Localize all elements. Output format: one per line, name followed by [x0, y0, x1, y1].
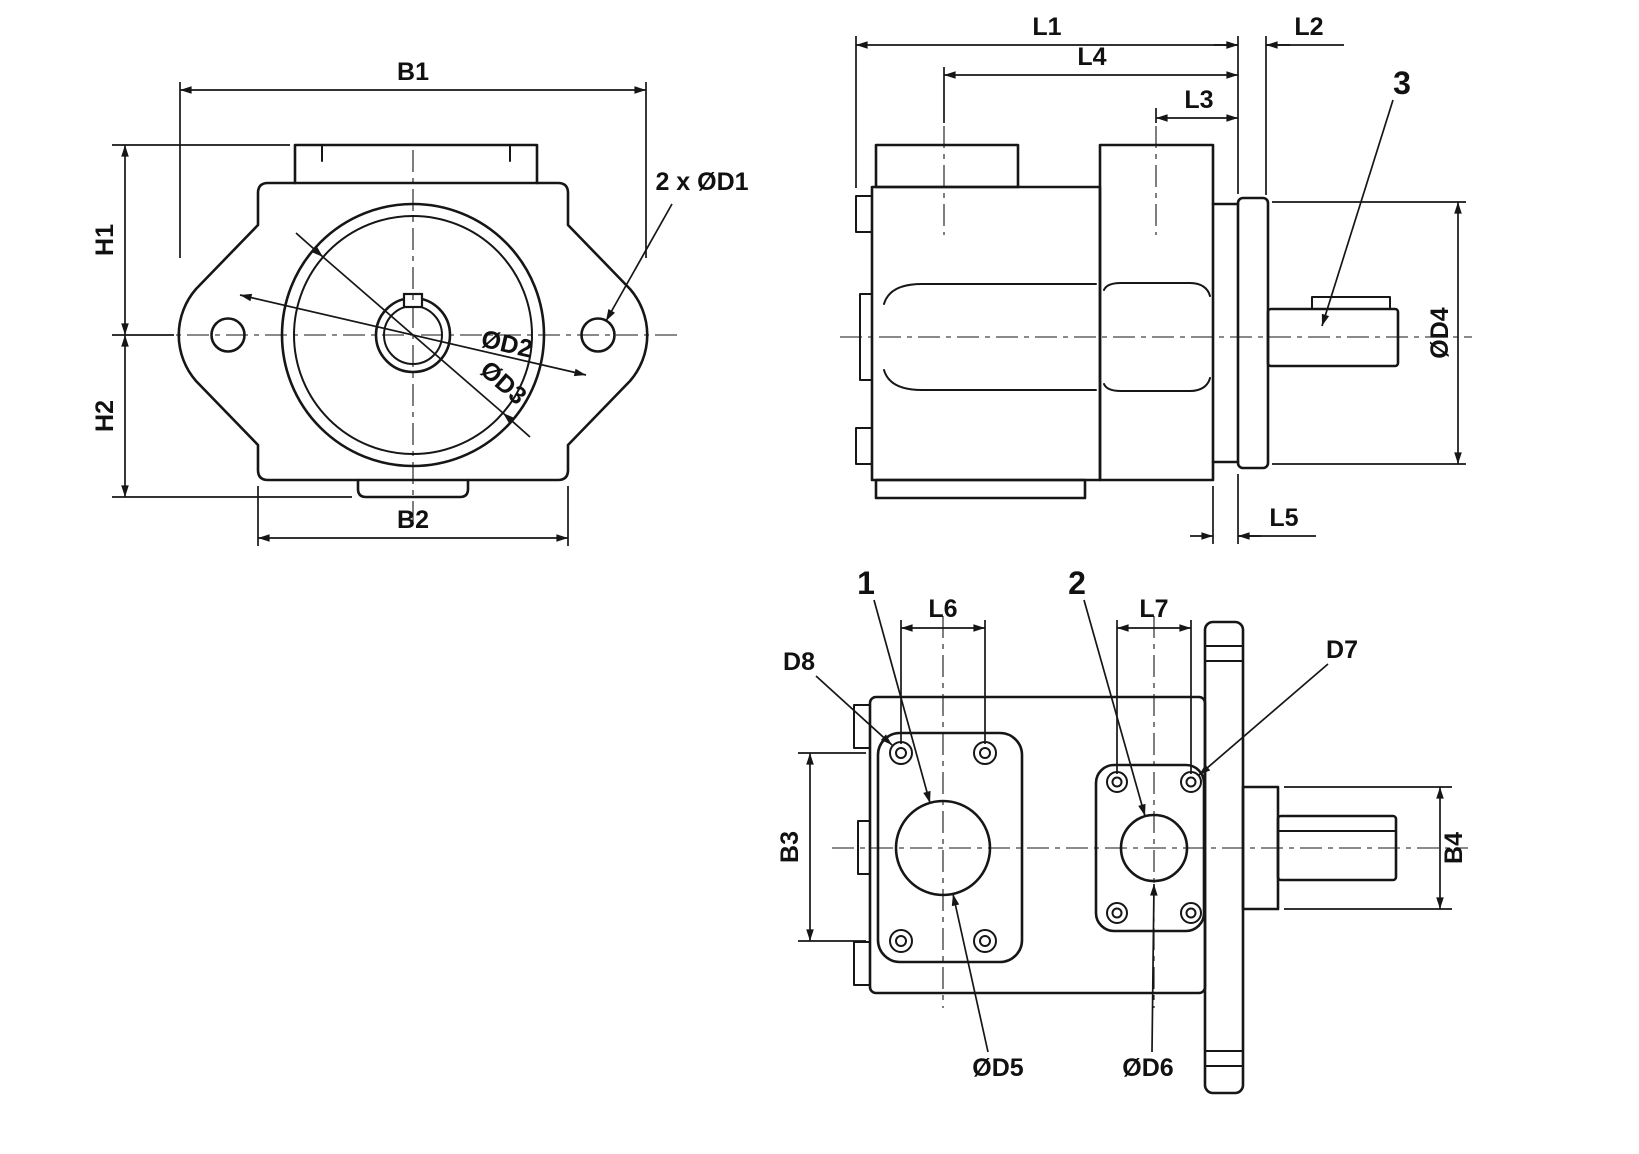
callout-d8: D8 [783, 648, 893, 746]
callout-port1: 1 [857, 565, 931, 804]
d7-leader-line [1198, 663, 1329, 776]
bottom-view: L6 L7 B3 B4 1 2 [776, 565, 1468, 1095]
dim-label-b2: B2 [397, 506, 429, 534]
port1-bolt-hole [973, 741, 997, 765]
port2-bolt-hole [1180, 902, 1202, 924]
callout-port2: 2 [1068, 565, 1146, 817]
d8-leader-line [815, 675, 893, 746]
dim-h1-h2: H1 H2 [91, 144, 352, 498]
dim-label-l6: L6 [928, 595, 957, 623]
bottom-view-outline [853, 620, 1398, 1095]
dim-b3: B3 [776, 752, 866, 942]
dim-label-l4: L4 [1077, 43, 1106, 71]
dim-l2: L2 [1214, 13, 1344, 195]
shaft-callout-leader-line [1321, 99, 1394, 327]
dim-label-l2: L2 [1294, 13, 1323, 41]
mounting-flange-edge [1203, 620, 1245, 1095]
callout-bolt-holes: 2 x ØD1 [605, 168, 749, 322]
dim-label-l3: L3 [1184, 86, 1213, 114]
body-contour-line [1103, 377, 1211, 392]
stage1-top-boss [874, 143, 1020, 189]
dim-l6: L6 [900, 595, 986, 744]
dim-l5: L5 [1190, 474, 1316, 544]
dim-label-d2: ØD2 [479, 325, 535, 364]
dim-label-d8: D8 [783, 648, 815, 676]
bolt-holes-label: 2 x ØD1 [655, 168, 748, 196]
dim-label-d6: ØD6 [1122, 1054, 1173, 1082]
callout-d6: ØD6 [1122, 883, 1174, 1082]
dim-label-l5: L5 [1269, 504, 1298, 532]
port1-bolt-hole [889, 741, 913, 765]
dim-label-l1: L1 [1032, 13, 1061, 41]
dim-d4: ØD4 [1272, 201, 1466, 465]
stage1-bottom-boss [874, 478, 1087, 500]
dim-l4: L4 [943, 43, 1238, 123]
shaft-key [1311, 296, 1391, 310]
dim-b2: B2 [257, 486, 569, 546]
body-contour-line [883, 283, 1097, 305]
dim-l1: L1 [855, 13, 1239, 194]
callout-d5: ØD5 [951, 893, 1024, 1082]
d5-leader-line [951, 893, 989, 1053]
shaft-callout-label: 3 [1393, 65, 1411, 101]
d6-leader-line [1150, 883, 1158, 1053]
port2-bolt-hole [1106, 771, 1128, 793]
dim-label-b1: B1 [397, 58, 429, 86]
side-view-outline [855, 143, 1400, 500]
dim-label-h2: H2 [91, 400, 119, 432]
port1-leader-line [873, 599, 931, 804]
bottom-boss [356, 478, 470, 499]
dim-l3: L3 [1155, 86, 1238, 123]
mounting-flange-plate [1236, 196, 1270, 470]
dim-l7: L7 [1116, 595, 1192, 774]
mounting-flange [177, 181, 649, 482]
dim-b1: B1 [179, 58, 647, 258]
side-view: L1 L2 L4 L3 ØD4 [840, 13, 1472, 544]
callout-d7: D7 [1198, 636, 1358, 776]
port2-bolt-hole [1106, 902, 1128, 924]
front-view: B1 H1 H2 B2 ØD2 ØD3 [91, 58, 749, 546]
port1-callout-label: 1 [857, 565, 875, 601]
top-boss [293, 143, 539, 185]
port2-callout-label: 2 [1068, 565, 1086, 601]
pump-body-bottom [868, 695, 1207, 995]
callout-shaft: 3 [1321, 65, 1411, 327]
dim-label-b3: B3 [776, 831, 804, 863]
dim-label-l7: L7 [1139, 595, 1168, 623]
port2-bolt-hole [1180, 771, 1202, 793]
dim-label-d3: ØD3 [475, 356, 532, 411]
side-view-centerlines [840, 126, 1472, 338]
port2-leader-line [1083, 599, 1146, 817]
dim-label-d7: D7 [1326, 636, 1358, 664]
pump-body-stage1 [870, 185, 1102, 482]
port1-bolt-hole [973, 929, 997, 953]
bolt-holes-leader-line [605, 203, 673, 322]
bottom-view-centerlines [832, 616, 1468, 1008]
port1-bolt-hole [889, 929, 913, 953]
dim-label-b4: B4 [1440, 832, 1468, 864]
dim-label-d4: ØD4 [1426, 307, 1454, 359]
body-contour-line [883, 369, 1097, 391]
dim-b4: B4 [1284, 786, 1468, 910]
body-contour-line [1103, 282, 1211, 297]
dim-label-h1: H1 [91, 224, 119, 256]
dim-label-d5: ØD5 [972, 1054, 1024, 1082]
